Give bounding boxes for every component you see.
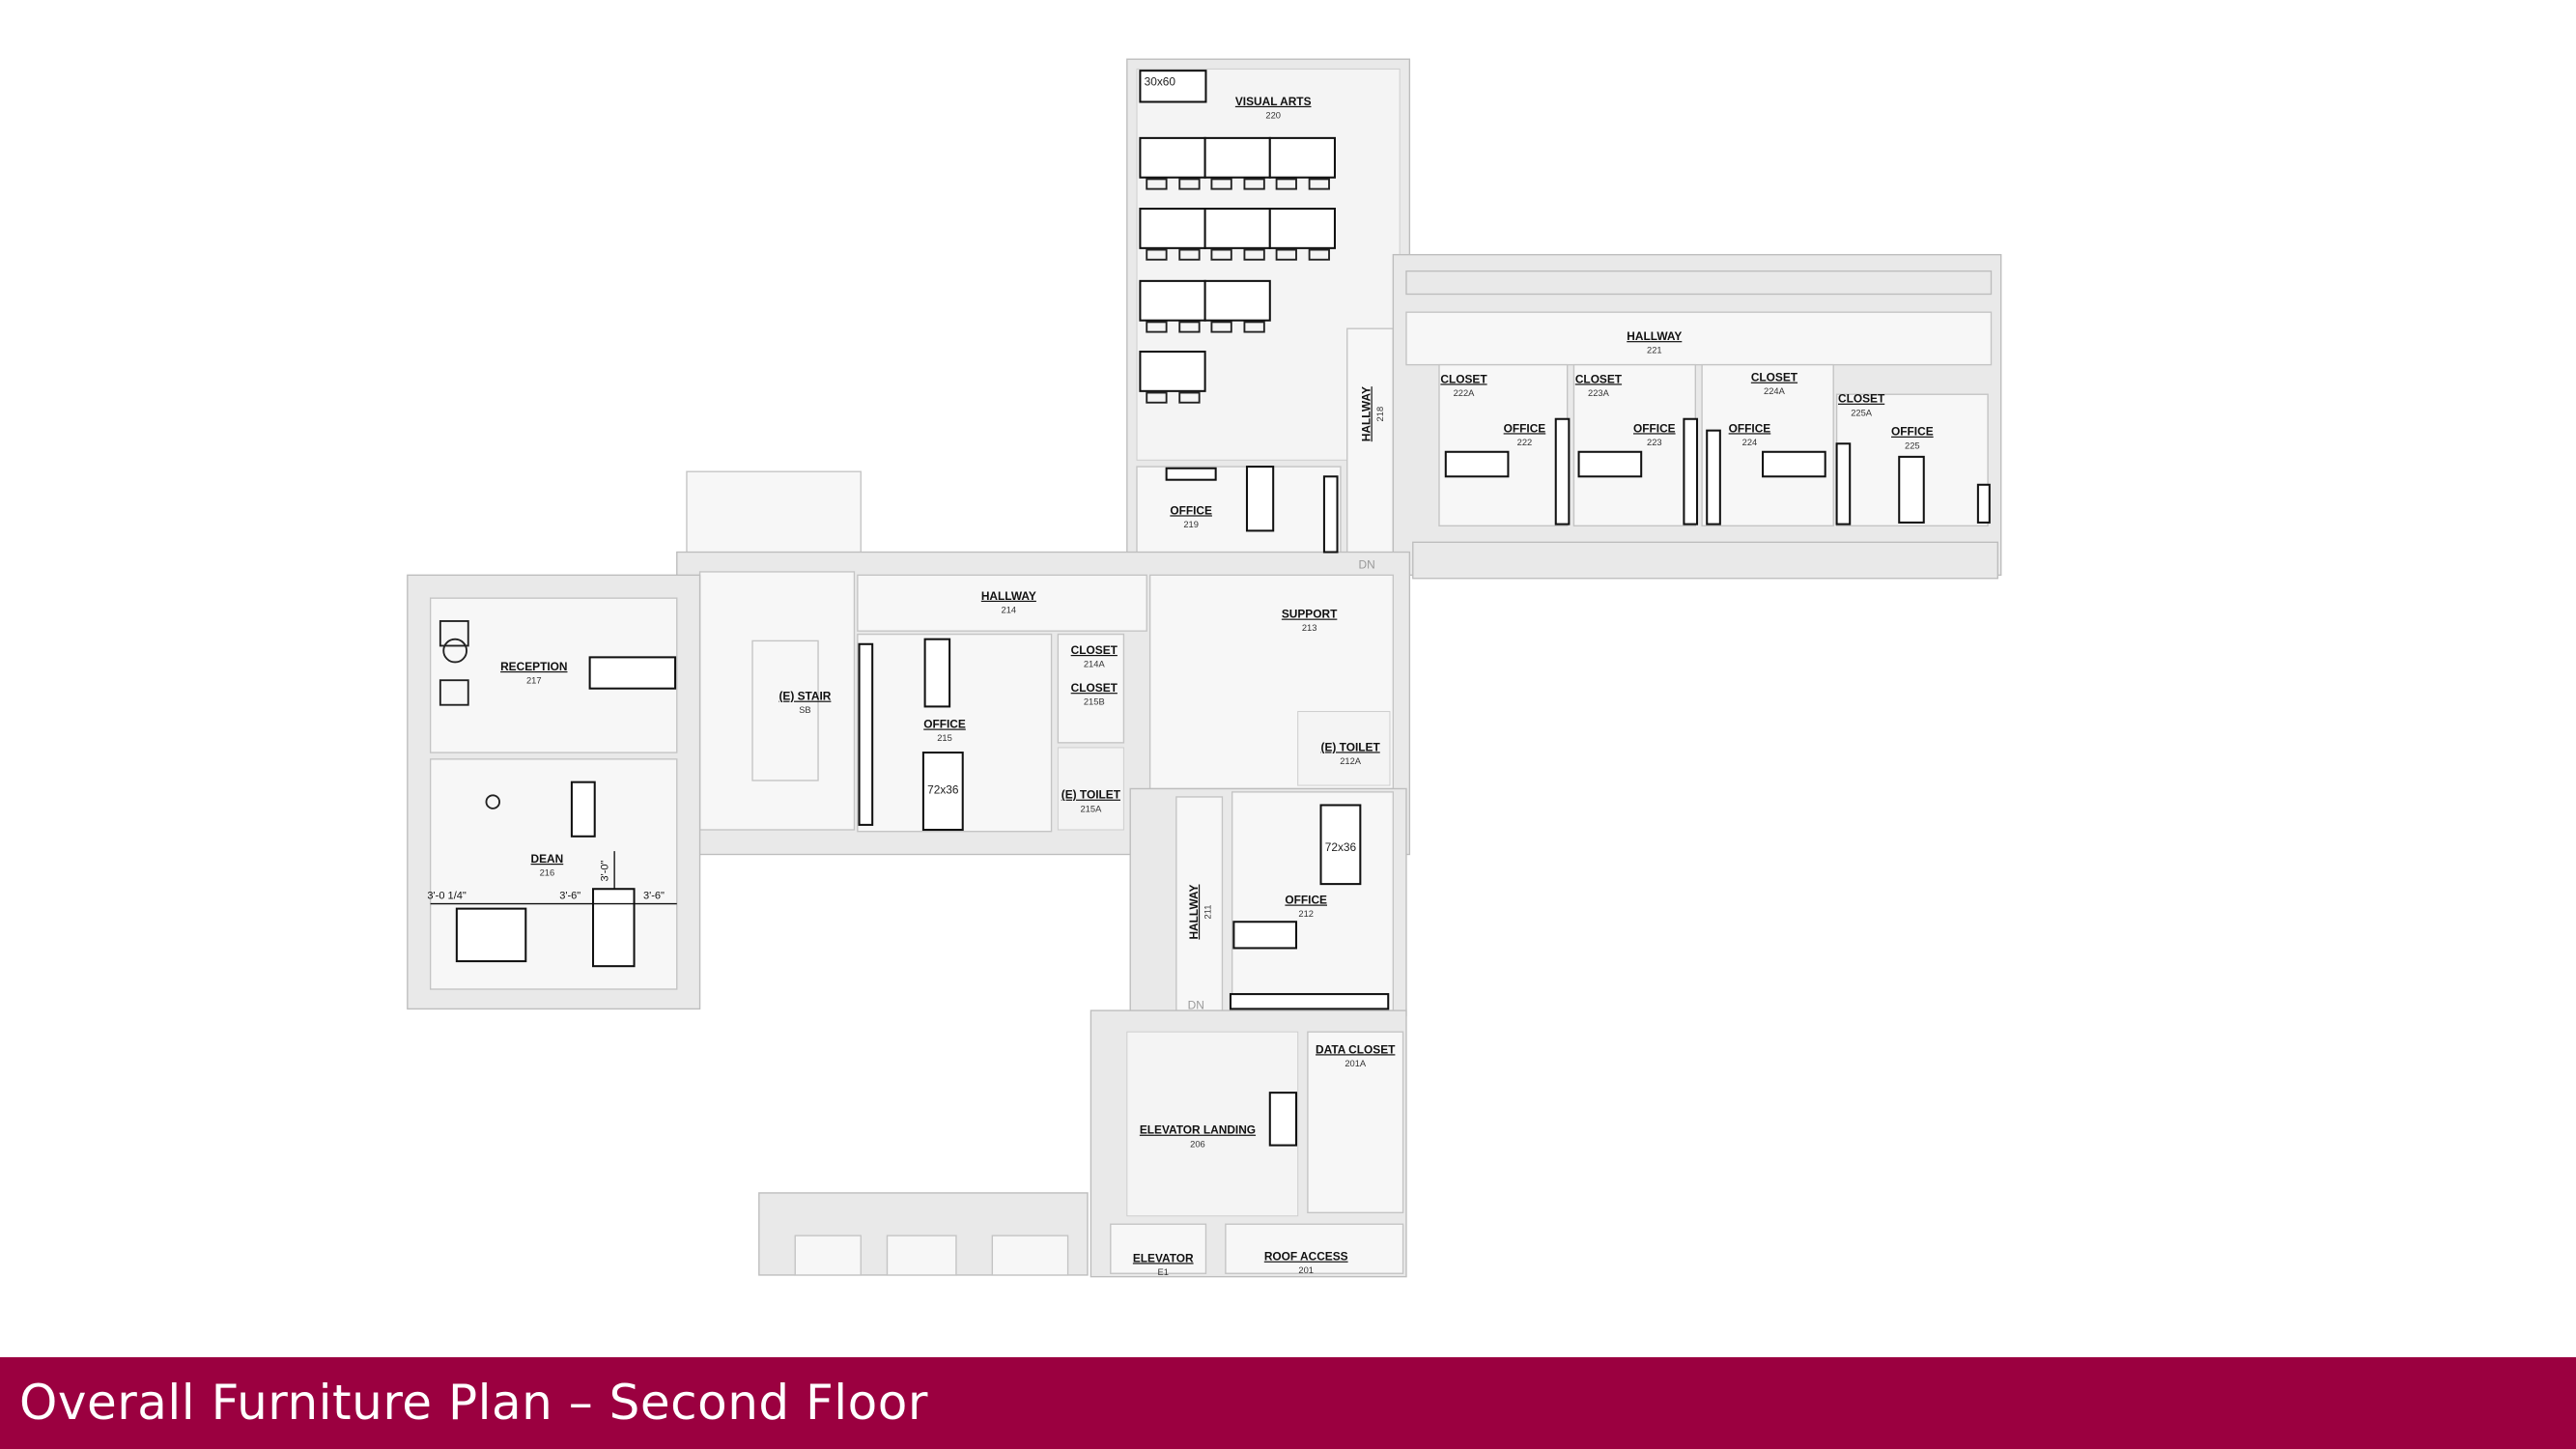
room-name-closet-223a: CLOSET <box>1575 372 1623 385</box>
stairs-down-label: DN <box>1359 558 1375 572</box>
chair <box>1275 178 1297 190</box>
room-name-elevator: ELEVATOR <box>1133 1251 1194 1264</box>
stairs-down-label: DN <box>1188 998 1204 1011</box>
dimension-label: 3'-6" <box>559 890 580 901</box>
chair <box>1210 248 1232 261</box>
room-name-stair: (E) STAIR <box>778 690 831 703</box>
room-number: E1 <box>1158 1267 1169 1277</box>
furniture: 30x60 72x36 72x36 <box>439 70 1991 1147</box>
room-number: 223 <box>1647 438 1662 447</box>
chair <box>1210 321 1232 333</box>
room-number: 222A <box>1454 388 1476 398</box>
room-number: 223A <box>1588 388 1610 398</box>
room-number: 201 <box>1298 1265 1314 1275</box>
room-name-dean: DEAN <box>531 852 564 866</box>
room-name-office-222: OFFICE <box>1504 421 1546 435</box>
room-name-closet-224a: CLOSET <box>1751 371 1798 384</box>
room-name-closet-222a: CLOSET <box>1440 372 1487 385</box>
table-30x60-label: 30x60 <box>1145 74 1176 88</box>
room-name-elevator-landing: ELEVATOR LANDING <box>1140 1123 1256 1137</box>
dimension-label: 3'-0" <box>599 860 610 881</box>
title-banner: Overall Furniture Plan – Second Floor <box>0 1357 2576 1449</box>
table-72x36-label: 72x36 <box>1325 840 1357 854</box>
room-number: 219 <box>1183 520 1199 529</box>
dimension-label: 3'-0 1/4" <box>427 890 467 901</box>
floor-plan: 30x60 72x36 72x36 VISUAL ARTS 220 <box>407 58 2002 1278</box>
room-number: 221 <box>1647 346 1662 355</box>
room-name-closet-225a: CLOSET <box>1838 392 1885 406</box>
chair <box>1146 321 1168 333</box>
table-30x60 <box>1139 70 1207 103</box>
room-number: 224 <box>1742 438 1758 447</box>
art-table <box>1268 208 1336 249</box>
chair <box>1178 321 1201 333</box>
room-name-office-219: OFFICE <box>1170 503 1212 517</box>
room-number: 225A <box>1851 408 1873 417</box>
chair <box>1146 178 1168 190</box>
room-number: 215B <box>1084 697 1105 707</box>
room-number: 215 <box>937 733 952 743</box>
chair <box>1178 248 1201 261</box>
chair <box>1275 248 1297 261</box>
room-number: 222 <box>1517 438 1533 447</box>
chair <box>1308 178 1330 190</box>
room-name-data-closet: DATA CLOSET <box>1316 1042 1396 1056</box>
art-table <box>1203 136 1271 179</box>
art-table <box>1139 279 1206 322</box>
room-number: 214A <box>1084 660 1106 669</box>
room-name-support: SUPPORT <box>1282 608 1338 621</box>
room-number: 218 <box>1375 407 1385 422</box>
dimension-label: 3'-6" <box>643 890 665 901</box>
art-table <box>1203 279 1271 322</box>
chair <box>1308 248 1330 261</box>
table-72x36-label: 72x36 <box>927 783 959 797</box>
room-number: 206 <box>1190 1139 1205 1149</box>
chair <box>1210 178 1232 190</box>
chair <box>1178 178 1201 190</box>
room-number: 224A <box>1764 386 1786 396</box>
room-number: SB <box>799 705 810 715</box>
dimension-lines: 3'-0 1/4" 3'-6" 3'-6" 3'-0" <box>427 851 677 905</box>
room-name-office-224: OFFICE <box>1729 421 1771 435</box>
room-number: 225 <box>1905 440 1920 450</box>
art-table <box>1139 136 1206 179</box>
room-number: 214 <box>1002 605 1017 614</box>
room-name-hallway-211: HALLWAY <box>1187 884 1201 939</box>
room-name-closet-215b: CLOSET <box>1071 681 1118 695</box>
room-number: 215A <box>1080 804 1102 813</box>
room-name-closet-214a: CLOSET <box>1071 643 1118 657</box>
room-number: 216 <box>540 868 555 878</box>
room-number: 217 <box>526 676 542 686</box>
room-name-office-223: OFFICE <box>1633 421 1676 435</box>
room-name-hallway-221: HALLWAY <box>1627 329 1682 343</box>
art-table <box>1139 208 1206 249</box>
room-number: 212A <box>1340 756 1362 766</box>
chair <box>1243 248 1265 261</box>
art-table <box>1139 350 1206 392</box>
chair <box>1243 321 1265 333</box>
room-name-toilet-215a: (E) TOILET <box>1062 788 1121 802</box>
room-number: 212 <box>1298 909 1314 919</box>
room-labels: VISUAL ARTS 220 OFFICE 219 HALLWAY 218 H… <box>500 95 1934 1277</box>
room-number: 213 <box>1302 623 1317 633</box>
art-table <box>1203 208 1271 249</box>
room-name-roof-access: ROOF ACCESS <box>1264 1250 1348 1264</box>
chair <box>1146 248 1168 261</box>
room-name-office-215: OFFICE <box>923 718 966 731</box>
room-name-toilet-212a: (E) TOILET <box>1321 740 1381 753</box>
room-name-visual-arts: VISUAL ARTS <box>1235 95 1312 108</box>
chair <box>1178 391 1201 404</box>
room-name-hallway-218: HALLWAY <box>1360 386 1373 441</box>
room-number: 201A <box>1345 1059 1367 1068</box>
chair <box>1146 391 1168 404</box>
room-name-office-212: OFFICE <box>1285 894 1327 907</box>
room-name-hallway-214: HALLWAY <box>981 589 1036 603</box>
room-name-reception: RECEPTION <box>500 660 567 673</box>
room-name-office-225: OFFICE <box>1891 425 1934 439</box>
art-table <box>1268 136 1336 179</box>
room-number: 211 <box>1203 905 1213 920</box>
room-number: 220 <box>1265 110 1281 120</box>
chair <box>1243 178 1265 190</box>
slide-title: Overall Furniture Plan – Second Floor <box>19 1375 928 1431</box>
